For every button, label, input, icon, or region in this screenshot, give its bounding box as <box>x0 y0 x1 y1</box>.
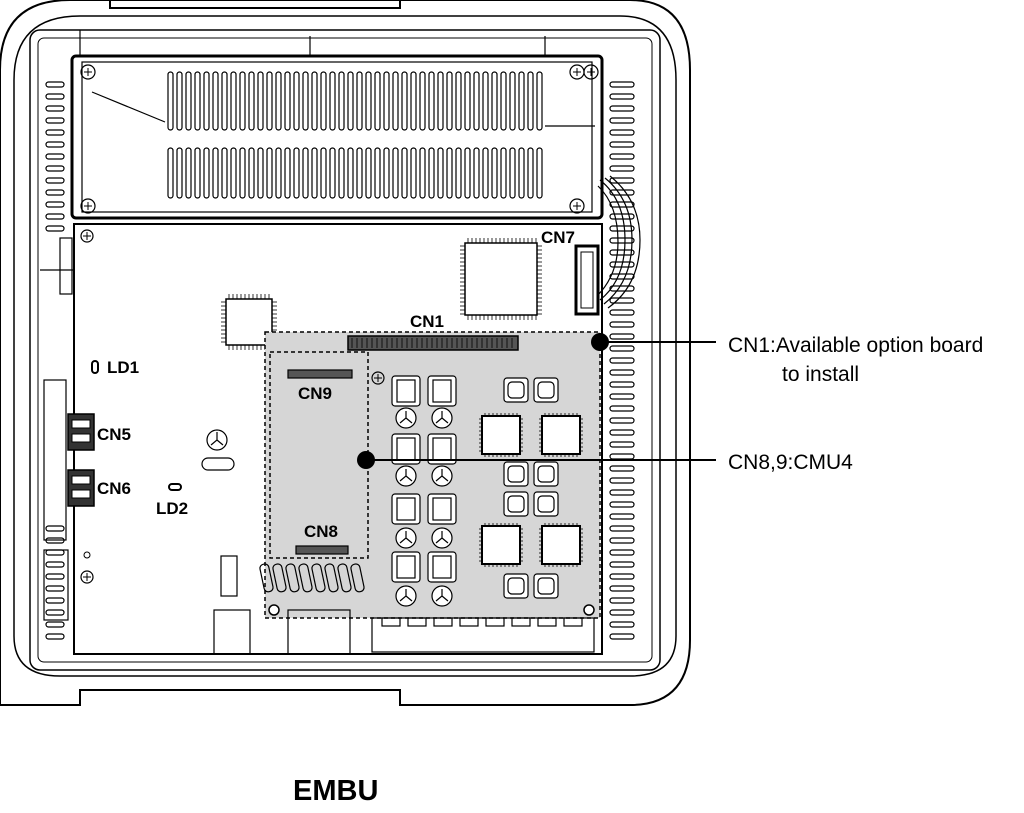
label-cn1: CN1 <box>410 312 444 331</box>
ld2-led <box>168 483 182 491</box>
main-cpu-chip <box>460 238 542 320</box>
callout-cn89: CN8,9:CMU4 <box>728 451 853 474</box>
ld1-led <box>91 360 99 374</box>
callout-cn1-line2: to install <box>782 363 859 386</box>
misc-components <box>201 429 595 655</box>
small-chip <box>221 294 277 350</box>
label-ld1: LD1 <box>107 358 139 377</box>
cn6-connector <box>67 469 95 507</box>
caption-embu: EMBU <box>293 775 378 807</box>
vent-slots-left <box>45 81 65 640</box>
cn89-leader <box>357 451 716 469</box>
option-board-area <box>264 331 601 619</box>
label-cn6: CN6 <box>97 479 131 498</box>
label-cn5: CN5 <box>97 425 131 444</box>
label-cn8: CN8 <box>304 522 338 541</box>
cable-bundle <box>596 175 641 309</box>
label-cn9: CN9 <box>298 384 332 403</box>
vent-slots-right <box>609 81 635 640</box>
cn1-leader <box>591 333 716 351</box>
label-cn7: CN7 <box>541 228 575 247</box>
label-ld2: LD2 <box>156 499 188 518</box>
cn5-connector <box>67 413 95 451</box>
cn7-connector <box>574 244 600 316</box>
callout-cn1-line1: CN1:Available option board <box>728 334 983 357</box>
power-supply-unit <box>70 30 604 220</box>
housing <box>0 0 691 706</box>
